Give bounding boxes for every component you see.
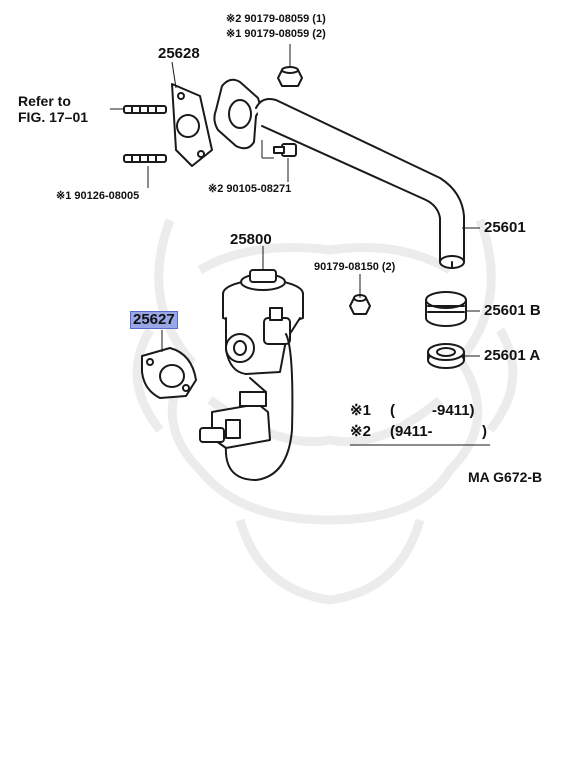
diagram-reference-code: MA G672-B — [468, 469, 543, 485]
note-2-mark: ※2 — [350, 423, 371, 440]
part-drawings — [123, 66, 467, 481]
stud-upper — [123, 105, 167, 114]
note-1-mark: ※1 — [350, 402, 371, 419]
ring-25601a — [427, 343, 465, 369]
part-number-25800[interactable]: 25800 — [230, 231, 272, 248]
bolt-90105-part-number[interactable]: ※2 90105-08271 — [208, 183, 292, 195]
part-number-25601b[interactable]: 25601 B — [484, 302, 541, 319]
refer-label: Refer to — [18, 93, 71, 109]
part-number-25628[interactable]: 25628 — [158, 45, 200, 62]
stud-part-number[interactable]: ※1 90126-08005 — [56, 190, 140, 202]
note-2-close-paren: ) — [482, 423, 487, 440]
part-number-25601a[interactable]: 25601 A — [484, 347, 541, 364]
bolt-part-number-2[interactable]: ※2 90179-08059 (1) — [226, 13, 326, 25]
gasket-25628 — [171, 83, 213, 167]
part-number-25601[interactable]: 25601 — [484, 219, 526, 236]
refer-figure-label[interactable]: FIG. 17–01 — [18, 109, 89, 125]
stud-lower — [123, 154, 167, 163]
leader-lines — [110, 44, 490, 446]
nut-top — [277, 66, 303, 87]
egr-pipe-25601 — [255, 98, 465, 269]
bolt-90105 — [273, 143, 297, 157]
nut-part-number[interactable]: 90179-08150 (2) — [314, 261, 396, 273]
note-2-range: (9411- — [390, 423, 433, 440]
gasket-25627 — [141, 347, 197, 399]
note-1-open-paren: ( — [390, 402, 395, 419]
pipe-flange — [213, 78, 261, 150]
note-1-range: -9411) — [432, 402, 475, 419]
part-number-25627-highlighted[interactable]: 25627 — [130, 311, 178, 329]
ring-25601b — [425, 291, 467, 327]
vsv-assembly — [199, 377, 271, 449]
egr-valve-25800 — [222, 269, 304, 375]
bolt-part-number-1[interactable]: ※1 90179-08059 (2) — [226, 28, 326, 40]
vacuum-hose — [224, 333, 294, 481]
